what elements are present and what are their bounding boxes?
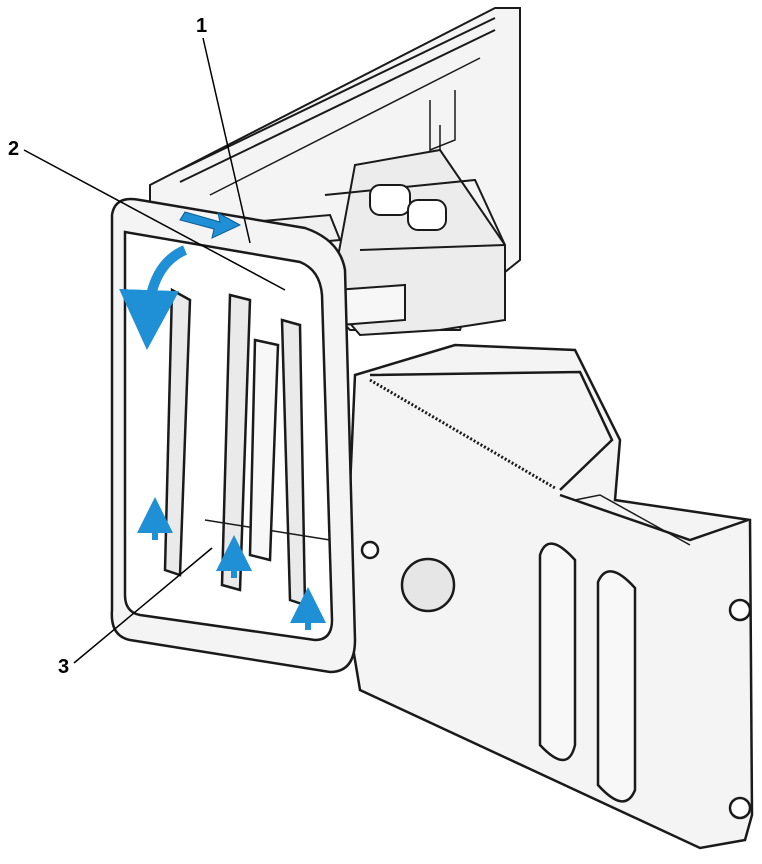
action-arrows <box>119 211 326 630</box>
callout-number-2: 2 <box>8 138 20 160</box>
leader-line-1 <box>202 37 251 244</box>
front-panel <box>343 343 754 850</box>
callout-leaders <box>23 37 286 664</box>
drive-cage <box>324 148 506 337</box>
callout-number-1: 1 <box>196 15 208 37</box>
leader-line-2 <box>23 149 286 291</box>
push-arrow-icon <box>179 211 242 239</box>
callout-number-3: 3 <box>58 656 70 678</box>
leader-line-3 <box>73 547 213 664</box>
rotate-arrow-icon <box>119 245 188 350</box>
